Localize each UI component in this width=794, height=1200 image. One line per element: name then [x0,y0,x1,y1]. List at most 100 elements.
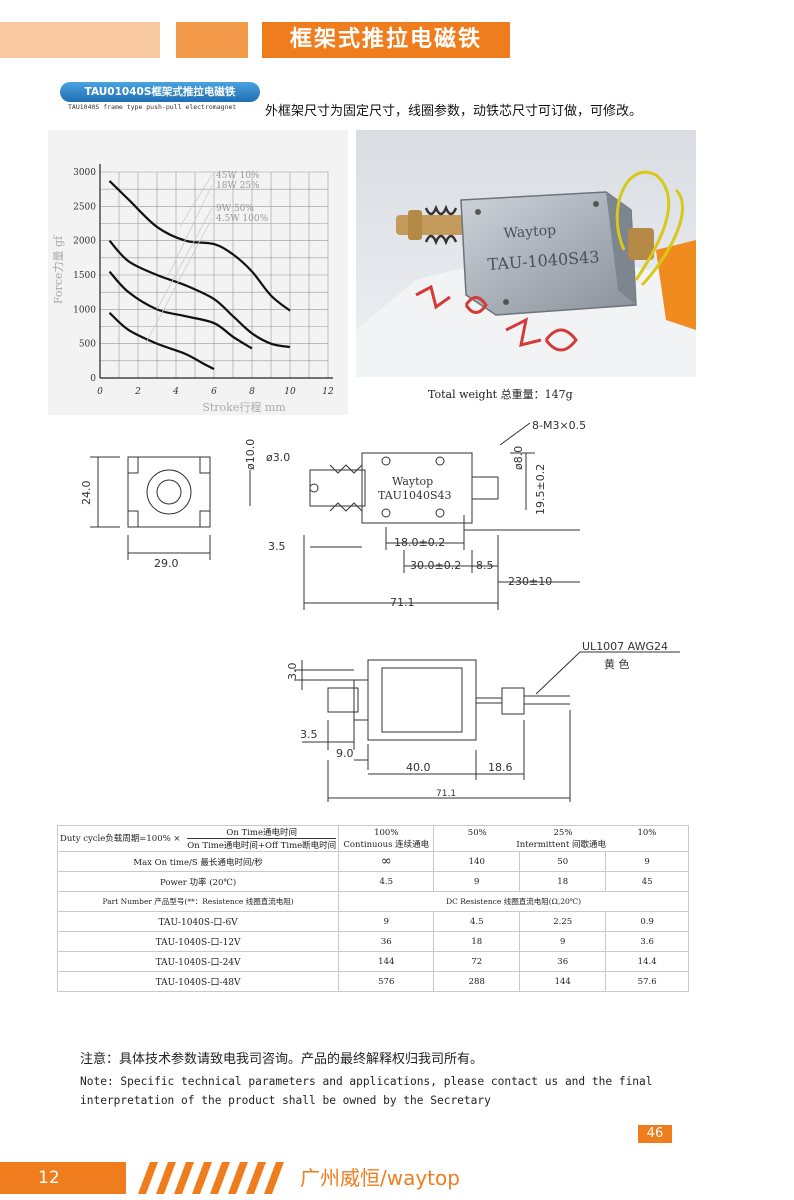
power-value: 18 [519,871,607,892]
footer-brand: 广州威恒/waytop [300,1166,460,1190]
duty-on-time: On Time通电时间 [187,826,337,839]
top-view-spring [329,464,363,512]
dim-width: 29.0 [154,557,179,570]
header-bar-light [0,22,160,58]
dc-resistance-label: DC Resistence 线圈直流电阻(Ω,20℃) [338,891,689,912]
dim-stroke: 3.5 [268,540,286,553]
dim-side-connector: 18.6 [488,761,513,774]
chart-y-tick: 500 [79,340,96,350]
chart-series-line [108,270,253,350]
model-badge-subtitle: TAU1040S frame type push-pull electromag… [68,103,237,111]
chart-legend-leader [168,184,213,276]
note-chinese: 注意：具体技术参数请致电我司咨询。产品的最终解释权归我司所有。 [80,1052,484,1067]
note-english: Note: Specific technical parameters and … [80,1075,653,1107]
photo-frame-side [606,192,636,305]
table-row-max-on: Max On time/S 最长通电时间/秒 ∞ 140 50 9 [56,851,689,872]
table-row: TAU-1040S-口-24V 144 72 36 14.4 [56,951,689,972]
photo-spring [424,204,458,246]
power-label: Power 功率 (20℃) [56,871,340,892]
table-row-part-header: Part Number 产品型号(**：Resistence 线圈直流电阻) D… [56,891,689,912]
duty-label: Duty cycle负载周期=100% × [60,834,181,844]
chart-xlabel: Stroke行程 mm [202,401,286,414]
part-number: TAU-1040S-口-12V [56,931,340,952]
front-view-tab [199,456,211,474]
resistance-value: 14.4 [605,951,689,972]
duty-label-cell: Duty cycle负载周期=100% × On Time通电时间 On Tim… [56,825,340,852]
front-view-tab [127,510,139,528]
dim-wire-length: 230±10 [508,575,552,588]
table-row-power: Power 功率 (20℃) 4.5 9 18 45 [56,871,689,892]
dim-side-flange: 9.0 [336,747,354,760]
resistance-value: 9 [519,931,607,952]
chart-x-tick: 12 [322,387,334,397]
chart-series-line [108,311,215,371]
table-row: TAU-1040S-口-48V 576 288 144 57.6 [56,971,689,992]
photo-plunger [396,215,466,235]
spec-table: Duty cycle负载周期=100% × On Time通电时间 On Tim… [56,825,689,992]
page-title: 框架式推拉电磁铁 [262,22,510,58]
front-view-outline [127,456,211,528]
chart-x-tick: 6 [211,387,217,397]
resistance-value: 2.25 [519,911,607,932]
photo-rear-core [628,228,654,260]
chart-y-tick: 0 [90,374,96,384]
chart-x-tick: 4 [172,387,179,397]
chart-y-tick: 2000 [73,237,96,247]
max-on-value: ∞ [338,851,435,872]
dim-side-total: 71.1 [436,789,456,799]
dim-height: 24.0 [80,481,93,506]
dimension-drawing-front-top: 24.0 29.0 ø10.0 ø3.0 8-M3×0.5 ø8.0 19.5±… [80,419,586,610]
model-badge-title: TAU01040S框架式推拉电磁铁 [60,82,260,102]
max-on-label: Max On time/S 最长通电时间/秒 [56,851,340,872]
top-view-wire [463,515,580,531]
duty-value: 50% [467,827,487,838]
top-view-frame [361,452,473,524]
resistance-value: 36 [338,931,435,952]
photo-screw [593,201,599,207]
photo-screw [503,299,509,305]
photo-handwriting [415,284,578,352]
chart-x-tick: 10 [284,387,296,397]
chart-legend-entry: 9W 50% [216,204,254,214]
chart-legend-entry: 18W 25% [216,181,260,191]
max-on-value: 50 [519,851,607,872]
footer-stripes [138,1162,284,1194]
dim-hole-dia: ø3.0 [266,451,290,464]
photo-brand-text: Waytop [503,222,556,242]
side-view-flange [353,679,369,721]
duty-value: 25% [553,827,573,838]
chart-x-tick: 2 [134,387,141,397]
chart-background [48,130,348,415]
dim-frame-length: 30.0±0.2 [410,559,461,572]
dim-wire-height: 19.5±0.2 [534,464,547,515]
dim-total-length: 71.1 [390,596,415,609]
resistance-value: 18 [433,931,521,952]
duty-value: 10% [637,827,657,838]
header-bar-mid [176,22,248,58]
resistance-value: 576 [338,971,435,992]
chart-legend-leader [179,174,213,228]
part-number: TAU-1040S-口-48V [56,971,340,992]
resistance-value: 9 [338,911,435,932]
dim-plunger-dia: ø10.0 [244,439,257,470]
power-value: 4.5 [338,871,435,892]
dimension-drawing-side: 3.0 3.5 9.0 40.0 18.6 71.1 UL1007 AWG24 … [286,640,680,802]
power-value: 9 [433,871,521,892]
drawing-brand-label: Waytop [392,475,433,488]
wire-color: 黄 色 [604,657,630,671]
front-view-tab [127,456,139,474]
side-view-connector [501,687,525,715]
chart-y-tick: 2500 [73,202,96,212]
dim-rear-dia: ø8.0 [512,446,525,470]
power-value: 45 [605,871,689,892]
footer-page-number: 12 [0,1162,126,1194]
dim-side-stroke: 3.5 [300,728,318,741]
side-view-plunger [327,687,359,713]
resistance-value: 57.6 [605,971,689,992]
chart-legend-entry: 4.5W 100% [216,214,269,224]
catalog-page-badge: 46 [638,1125,672,1143]
chart-legend-leader [145,217,213,344]
photo-wire [615,171,671,281]
photo-screw [475,209,481,215]
front-view-tab [199,510,211,528]
